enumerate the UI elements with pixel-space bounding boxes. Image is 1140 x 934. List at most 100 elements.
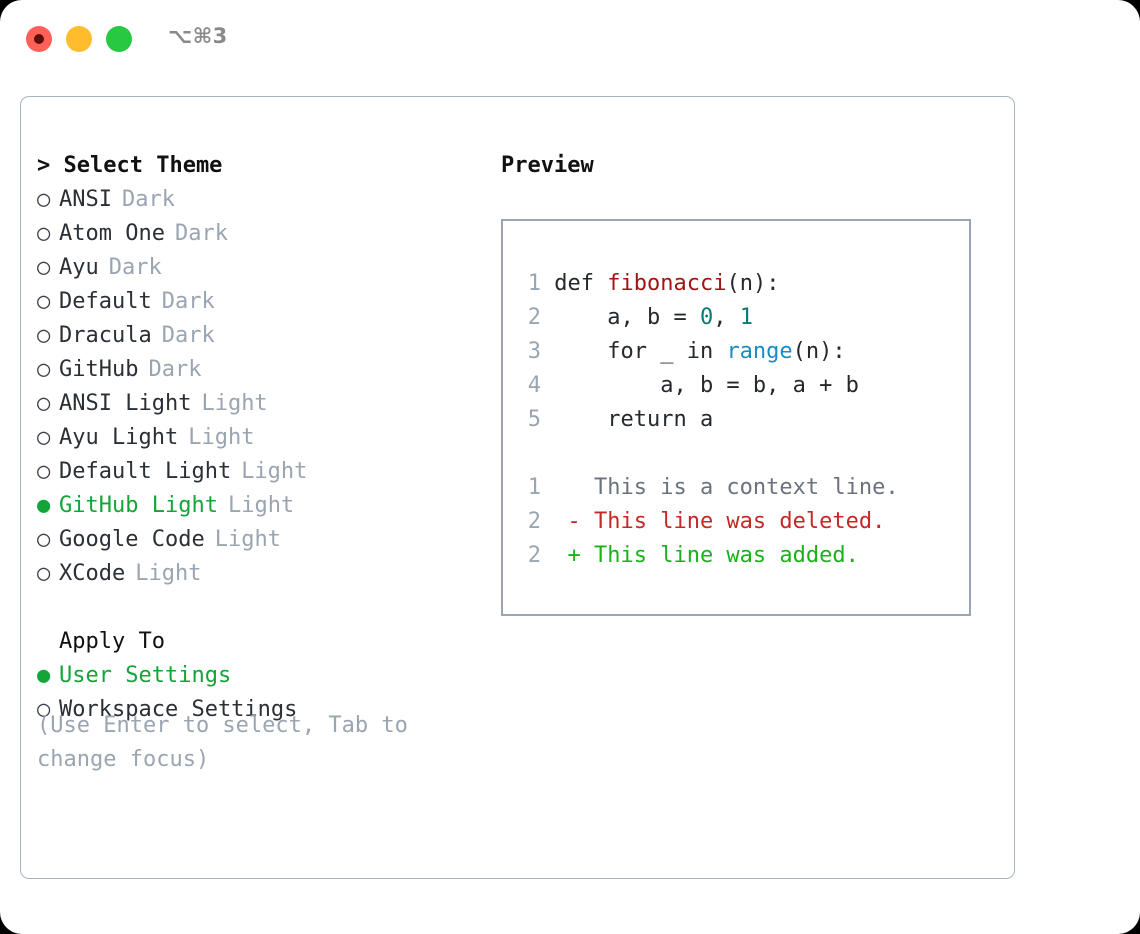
close-button[interactable] (26, 26, 52, 52)
diff-line-number: 2 (527, 509, 541, 534)
code-token-number: 1 (739, 305, 753, 330)
radio-unselected-icon: ○ (37, 459, 51, 484)
apply-to-option-label: Workspace Settings (59, 697, 298, 722)
theme-option-label: ANSI (59, 187, 112, 212)
code-line-number: 4 (527, 373, 541, 398)
radio-unselected-icon: ○ (37, 255, 51, 280)
radio-unselected-icon: ○ (37, 391, 51, 416)
theme-option-label: GitHub (59, 357, 139, 382)
code-line: 2 a, b = 0, 1 (519, 301, 899, 335)
apply-to-section: Apply To ● User Settings ○ Workspace Settin… (37, 625, 467, 727)
preview-column: Preview 1 def fibonacci(n):2 a, b = 0, 1… (501, 149, 991, 616)
theme-variant-tag: Dark (108, 255, 162, 280)
code-token-plain: (n): (792, 339, 846, 364)
code-line-number: 1 (527, 271, 541, 296)
code-line: 1 def fibonacci(n): (519, 267, 899, 301)
select-theme-header: > Select Theme (37, 153, 223, 178)
apply-to-option-label: User Settings (59, 663, 232, 688)
radio-unselected-icon: ○ (37, 357, 51, 382)
code-diff-separator (519, 437, 899, 471)
keyboard-shortcut-label: ⌥⌘3 (168, 24, 228, 48)
theme-variant-tag: Light (214, 527, 281, 552)
apply-to-option[interactable]: ○ Workspace Settings (37, 693, 467, 727)
code-line: 3 for _ in range(n): (519, 335, 899, 369)
apply-to-option[interactable]: ● User Settings (37, 659, 467, 693)
code-token-plain: def (554, 271, 608, 296)
diff-line-deleted: 2 - This line was deleted. (519, 505, 899, 539)
theme-variant-tag: Light (188, 425, 255, 450)
theme-variant-tag: Light (227, 493, 295, 518)
theme-variant-tag: Dark (148, 357, 202, 382)
diff-line-number: 1 (527, 475, 541, 500)
diff-line-text: This is a context line. (541, 475, 899, 500)
code-line-number: 2 (527, 305, 541, 330)
radio-unselected-icon: ○ (37, 221, 51, 246)
theme-option[interactable]: ○ Default Dark (37, 285, 467, 319)
theme-option[interactable]: ○ Ayu Dark (37, 251, 467, 285)
code-token-function: fibonacci (607, 271, 727, 296)
code-token-plain: , (713, 305, 740, 330)
theme-option-label: XCode (59, 561, 126, 586)
diff-line-text: - This line was deleted. (541, 509, 886, 534)
theme-option-label: Atom One (59, 221, 165, 246)
minimize-button[interactable] (66, 26, 92, 52)
code-token-builtin: range (726, 339, 793, 364)
code-token-plain: (n): (726, 271, 780, 296)
theme-option-label: Google Code (59, 527, 205, 552)
theme-option[interactable]: ○ Atom One Dark (37, 217, 467, 251)
radio-unselected-icon: ○ (37, 561, 51, 586)
code-line: 4 a, b = b, a + b (519, 369, 899, 403)
radio-unselected-icon: ○ (37, 289, 51, 314)
theme-option[interactable]: ○ Default Light Light (37, 455, 467, 489)
radio-unselected-icon: ○ (37, 697, 51, 722)
theme-variant-tag: Light (241, 459, 308, 484)
theme-option-label: Ayu Light (59, 425, 179, 450)
radio-unselected-icon: ○ (37, 527, 51, 552)
diff-line-number: 2 (527, 543, 541, 568)
theme-variant-tag: Dark (161, 289, 215, 314)
code-token-plain: a, b = b, a + b (554, 373, 859, 398)
code-line-number: 3 (527, 339, 541, 364)
theme-variant-tag: Dark (161, 323, 215, 348)
apply-to-header: Apply To (59, 629, 165, 654)
diff-line-added: 2 + This line was added. (519, 539, 899, 573)
keyboard-hint-text: (Use Enter to select, Tab to change focu… (37, 713, 408, 772)
theme-option-label: GitHub Light (59, 493, 218, 518)
diff-line-context: 1 This is a context line. (519, 471, 899, 505)
theme-option[interactable]: ○ GitHub Dark (37, 353, 467, 387)
code-token-plain: return a (554, 407, 714, 432)
theme-option-label: ANSI Light (59, 391, 192, 416)
code-token-number: 0 (699, 305, 714, 330)
maximize-button[interactable] (106, 26, 132, 52)
code-line-number: 5 (527, 407, 541, 432)
apply-to-list[interactable]: ● User Settings ○ Workspace Settings (37, 659, 467, 727)
theme-option-label: Ayu (59, 255, 99, 280)
title-bar: ⌥⌘3 (0, 0, 1140, 78)
theme-option[interactable]: ● GitHub Light Light (37, 489, 467, 523)
theme-option[interactable]: ○ Dracula Dark (37, 319, 467, 353)
theme-option[interactable]: ○ Google Code Light (37, 523, 467, 557)
radio-unselected-icon: ○ (37, 323, 51, 348)
code-line: 5 return a (519, 403, 899, 437)
radio-selected-icon: ● (37, 493, 51, 518)
theme-variant-tag: Dark (121, 187, 175, 212)
code-token-plain: a, b = (554, 305, 700, 330)
code-token-plain: for _ in (554, 339, 727, 364)
theme-option[interactable]: ○ Ayu Light Light (37, 421, 467, 455)
theme-option-label: Default (59, 289, 152, 314)
preview-title: Preview (501, 153, 594, 178)
theme-variant-tag: Dark (174, 221, 228, 246)
theme-option-label: Default Light (59, 459, 232, 484)
radio-unselected-icon: ○ (37, 425, 51, 450)
radio-selected-icon: ● (37, 663, 51, 688)
theme-option-label: Dracula (59, 323, 152, 348)
